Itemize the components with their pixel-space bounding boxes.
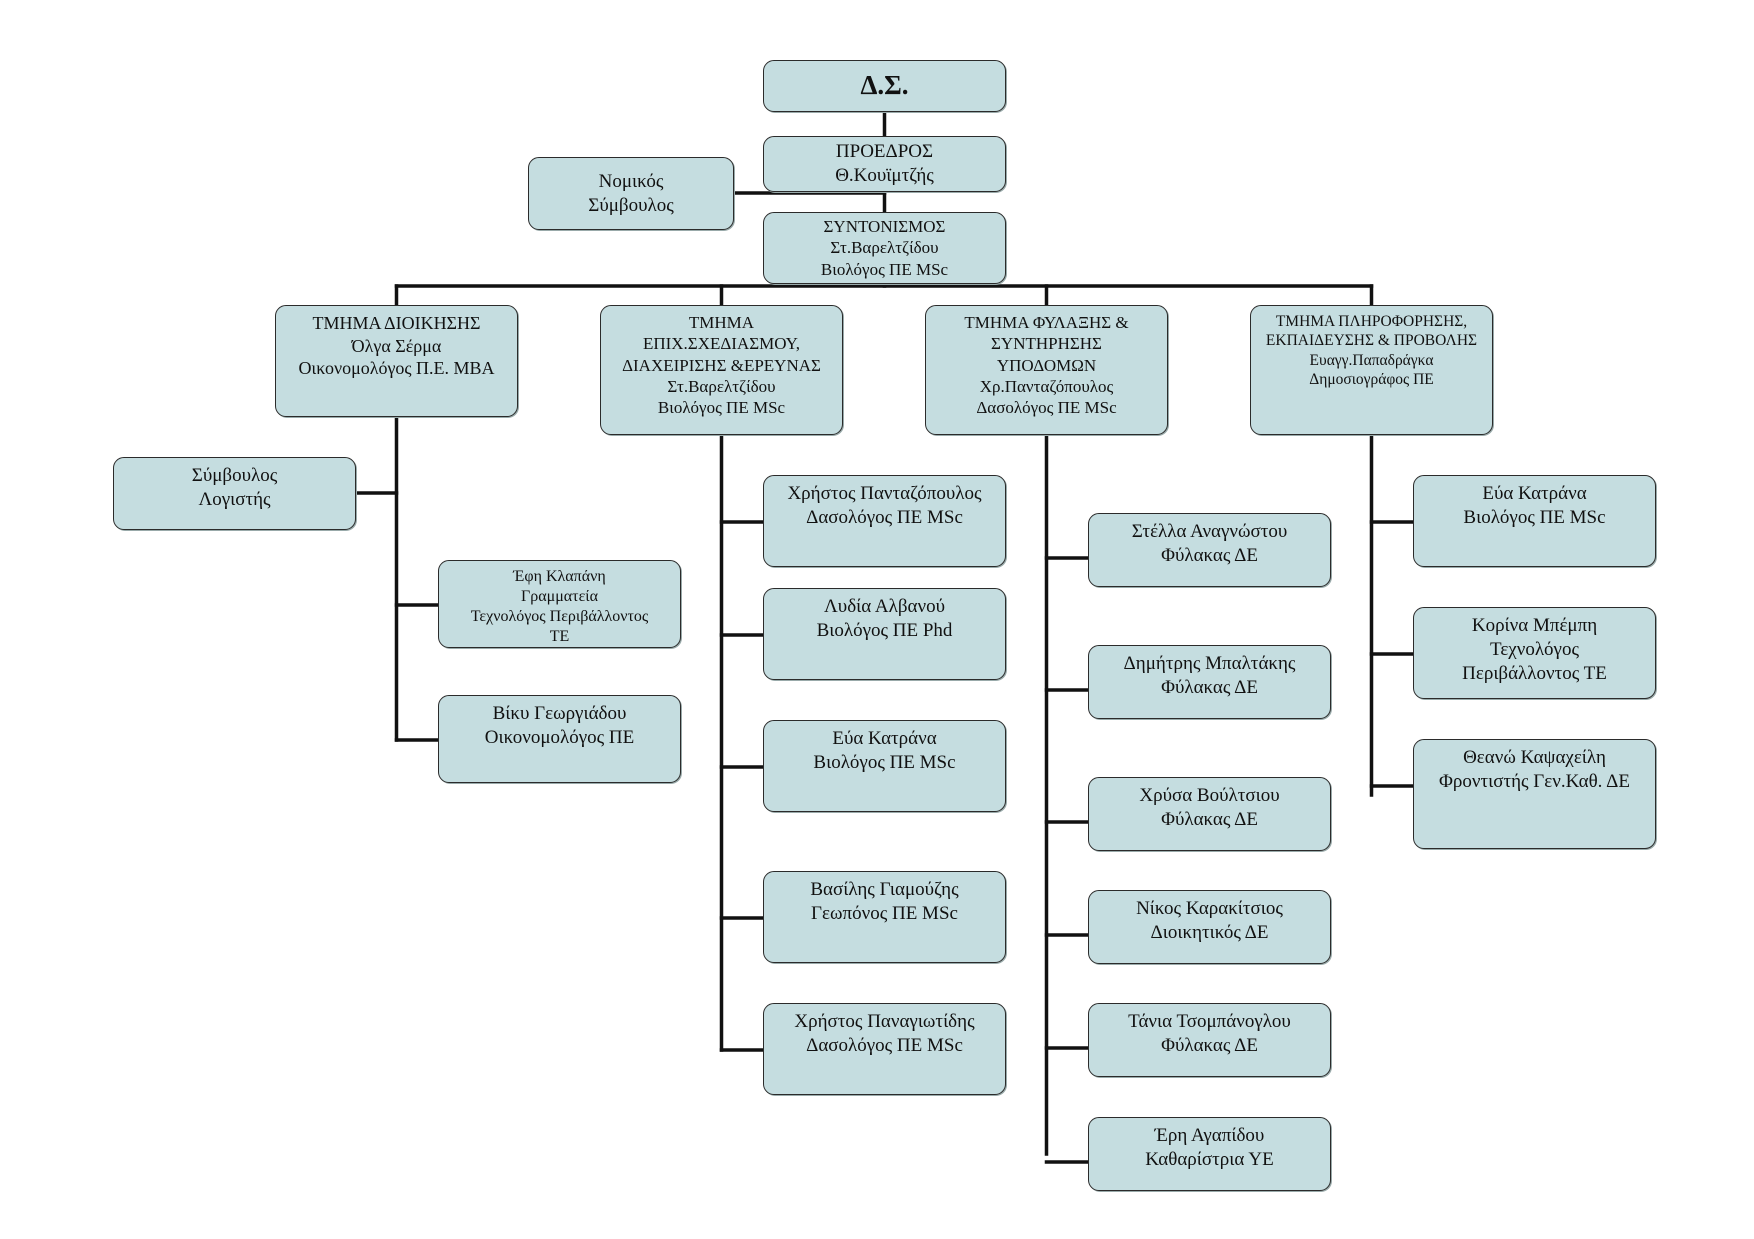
board-box: Δ.Σ. xyxy=(763,60,1006,112)
legal-advisor-box-line-1: Νομικός xyxy=(598,170,664,192)
department-4-member-3-line-2: Φροντιστής Γεν.Καθ. ΔΕ xyxy=(1439,770,1630,792)
department-3-member-2-line-2: Φύλακας ΔΕ xyxy=(1161,676,1258,698)
department-1-member-1-line-2: Γραμματεία xyxy=(521,588,598,605)
legal-advisor-box-line-2: Σύμβουλος xyxy=(588,194,674,216)
coordination-box-line-1: ΣΥΝΤΟΝΙΣΜΟΣ xyxy=(823,217,946,237)
department-3-member-6-line-1: Έρη Αγαπίδου xyxy=(1154,1125,1265,1146)
department-2-member-1-line-1: Χρήστος Πανταζόπουλος xyxy=(787,483,982,504)
president-box-line-2: Θ.Κουϊμτζής xyxy=(835,165,934,186)
department-box-3-line-5: Δασολόγος ΠΕ MSc xyxy=(976,398,1117,417)
department-box-1-line-3: Οικονομολόγος Π.Ε. ΜΒΑ xyxy=(298,358,495,378)
department-2-member-3-line-2: Βιολόγος ΠΕ MSc xyxy=(813,751,956,773)
department-1-member-1-line-1: Έφη Κλαπάνη xyxy=(513,568,606,585)
department-box-3-line-1: ΤΜΗΜΑ ΦΥΛΑΞΗΣ & xyxy=(964,313,1129,332)
department-2-member-2-line-1: Λυδία Αλβανού xyxy=(824,596,945,617)
department-4-member-1-line-1: Εύα Κατράνα xyxy=(1482,483,1587,504)
coordination-box-line-2: Στ.Βαρελτζίδου xyxy=(830,238,939,258)
department-3-member-5-line-2: Φύλακας ΔΕ xyxy=(1161,1034,1258,1056)
department-1-member-1-line-4: ΤΕ xyxy=(549,628,570,645)
department-box-3-line-3: ΥΠΟΔΟΜΩΝ xyxy=(996,355,1097,375)
department-box-2-line-4: Στ.Βαρελτζίδου xyxy=(667,376,776,396)
department-box-2-line-5: Βιολόγος ΠΕ MSc xyxy=(657,398,786,417)
department-box-1-line-2: Όλγα Σέρμα xyxy=(351,335,442,356)
president-box-line-1: ΠΡΟΕΔΡΟΣ xyxy=(835,141,934,163)
department-2-member-5-line-2: Δασολόγος ΠΕ MSc xyxy=(806,1034,963,1056)
accountant-advisor-box-line-1: Σύμβουλος xyxy=(191,465,278,486)
department-1-member-1-line-3: Τεχνολόγος Περιβάλλοντος xyxy=(470,608,649,625)
department-2-member-5-line-1: Χρήστος Παναγιωτίδης xyxy=(794,1011,975,1032)
department-3-member-5-line-1: Τάνια Τσομπάνογλου xyxy=(1128,1011,1291,1032)
department-3-member-2-line-1: Δημήτρης Μπαλτάκης xyxy=(1123,653,1296,674)
department-4-member-2-line-1: Κορίνα Μπέμπη xyxy=(1471,615,1598,636)
coordination-box-line-3: Βιολόγος ΠΕ MSc xyxy=(820,259,949,279)
department-1-member-2-line-1: Βίκυ Γεωργιάδου xyxy=(492,703,627,724)
department-box-2-line-2: ΕΠΙΧ.ΣΧΕΔΙΑΣΜΟΥ, xyxy=(642,334,801,354)
department-2-member-3-line-1: Εύα Κατράνα xyxy=(832,728,937,749)
department-box-2-line-3: ΔΙΑΧΕΙΡΙΣΗΣ &ΕΡΕΥΝΑΣ xyxy=(622,355,821,375)
department-3-member-3-line-1: Χρύσα Βούλτσιου xyxy=(1139,785,1280,806)
department-2-member-4-line-1: Βασίλης Γιαμούζης xyxy=(810,879,959,900)
department-3-member-3-line-2: Φύλακας ΔΕ xyxy=(1161,808,1258,830)
department-2-member-4-line-2: Γεωπόνος ΠΕ MSc xyxy=(811,902,958,924)
department-3-member-6-line-2: Καθαρίστρια ΥΕ xyxy=(1145,1148,1274,1170)
department-3-member-1-line-2: Φύλακας ΔΕ xyxy=(1161,544,1258,566)
department-box-3-line-2: ΣΥΝΤΗΡΗΣΗΣ xyxy=(991,334,1102,354)
department-box-4-line-2: ΕΚΠΑΙΔΕΥΣΗΣ & ΠΡΟΒΟΛΗΣ xyxy=(1265,332,1478,350)
department-4-member-2-line-3: Περιβάλλοντος ΤΕ xyxy=(1462,662,1607,684)
department-4-member-2-line-2: Τεχνολόγος xyxy=(1490,638,1579,660)
department-box-1-line-1: ΤΜΗΜΑ ΔΙΟΙΚΗΣΗΣ xyxy=(312,313,481,333)
department-3-member-4-line-2: Διοικητικός ΔΕ xyxy=(1150,921,1269,943)
department-2-member-1-line-2: Δασολόγος ΠΕ MSc xyxy=(806,506,963,528)
department-3-member-4-line-1: Νίκος Καρακίτσιος xyxy=(1136,898,1283,919)
department-box-4-line-4: Δημοσιογράφος ΠΕ xyxy=(1309,371,1434,389)
department-4-member-1-line-2: Βιολόγος ΠΕ MSc xyxy=(1463,506,1606,528)
accountant-advisor-box-line-2: Λογιστής xyxy=(198,488,271,510)
department-4-member-3-line-1: Θεανώ Καψαχείλη xyxy=(1463,747,1606,768)
board-box-line-1: Δ.Σ. xyxy=(860,70,909,101)
department-box-4-line-1: ΤΜΗΜΑ ΠΛΗΡΟΦΟΡΗΣΗΣ, xyxy=(1275,313,1468,330)
department-box-4-line-3: Ευαγγ.Παπαδράγκα xyxy=(1309,351,1434,369)
department-2-member-2-line-2: Βιολόγος ΠΕ Phd xyxy=(816,619,953,641)
department-box-3-line-4: Χρ.Πανταζόπουλος xyxy=(979,376,1114,396)
department-1-member-2-line-2: Οικονομολόγος ΠΕ xyxy=(484,726,635,748)
department-box-4: ΤΜΗΜΑ ΠΛΗΡΟΦΟΡΗΣΗΣ, ΕΚΠΑΙΔΕΥΣΗΣ & ΠΡΟΒΟΛΗ… xyxy=(1250,305,1493,435)
department-3-member-1-line-1: Στέλλα Αναγνώστου xyxy=(1131,521,1288,542)
department-box-2-line-1: ΤΜΗΜΑ xyxy=(688,313,755,332)
department-box-2: ΤΜΗΜΑ ΕΠΙΧ.ΣΧΕΔΙΑΣΜΟΥ,ΔΙΑΧΕΙΡΙΣΗΣ &ΕΡΕΥΝΑ… xyxy=(600,305,843,435)
